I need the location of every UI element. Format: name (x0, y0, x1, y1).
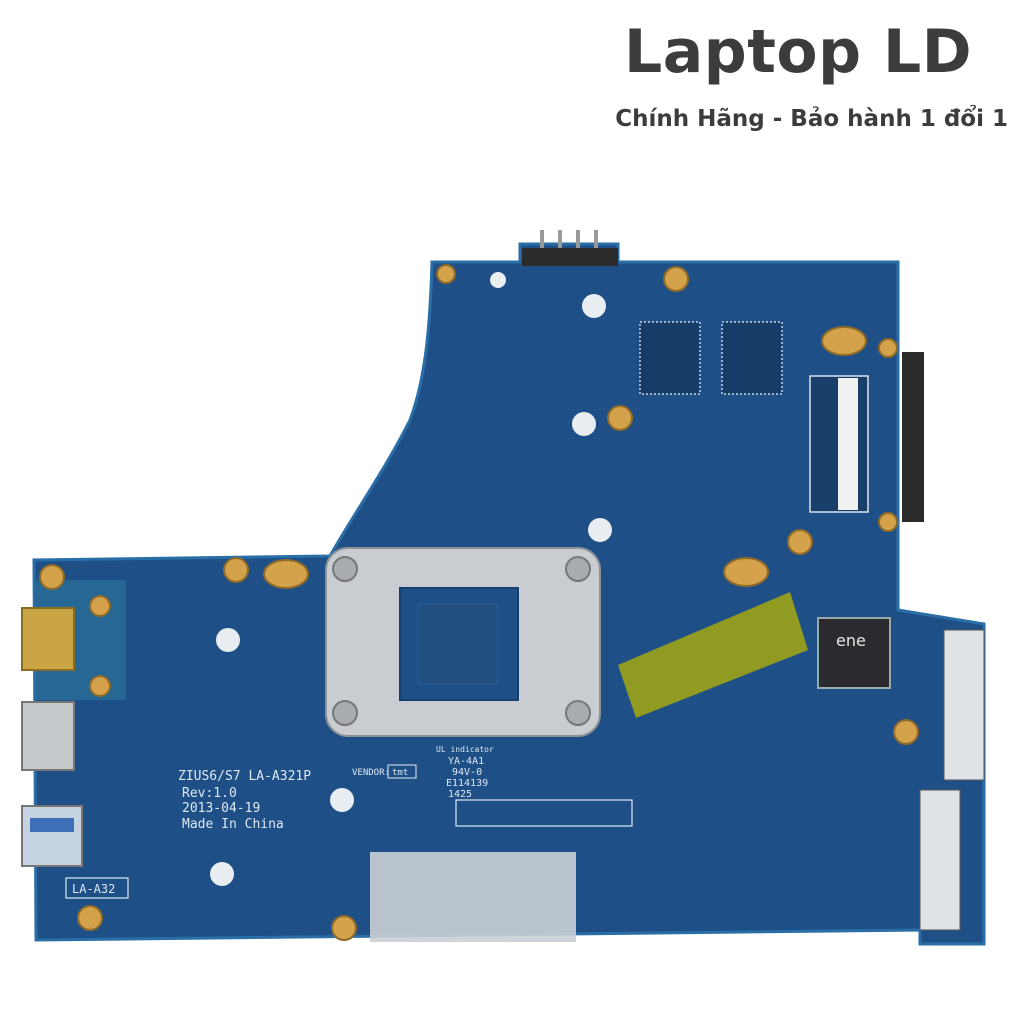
silk-ul-file: E114139 (446, 778, 488, 789)
fiducials (210, 272, 612, 886)
silk-model: ZIUS6/S7 LA-A321P (178, 769, 311, 784)
silk-corner-label: LA-A32 (72, 882, 115, 896)
silk-origin: Made In China (182, 817, 284, 832)
chip-u1408 (721, 321, 783, 395)
silver-label (370, 852, 576, 942)
right-connector-top (902, 352, 924, 522)
usb-port-2 (21, 805, 83, 867)
chip-logo: ene (836, 631, 866, 650)
brand-title: Laptop LD (624, 17, 972, 87)
top-connector (522, 248, 618, 266)
silk-date: 2013-04-19 (182, 801, 260, 816)
silk-ul-code: YA-4A1 (448, 756, 484, 767)
screw-holes (39, 264, 919, 941)
right-connector-mid (943, 629, 985, 781)
silk-revision: Rev:1.0 (182, 786, 237, 801)
silk-ul-indicator: UL indicator (436, 745, 494, 754)
brand-subtitle: Chính Hãng - Bảo hành 1 đổi 1 (615, 106, 1008, 132)
chip-u1407 (639, 321, 701, 395)
silk-date-code: 1425 (448, 789, 472, 800)
right-connector-bottom (919, 789, 961, 931)
silk-ul-rating: 94V-0 (452, 767, 482, 778)
silk-vendor: VENDOR: (352, 768, 390, 778)
chip-ene (817, 617, 891, 689)
hdmi-port (21, 607, 75, 671)
silk-vendor-mark: tmt (392, 768, 408, 778)
usb-port-1 (21, 701, 75, 771)
silk-strip (455, 799, 633, 827)
cpu-bracket (325, 547, 601, 737)
kapton-tape (618, 592, 808, 718)
